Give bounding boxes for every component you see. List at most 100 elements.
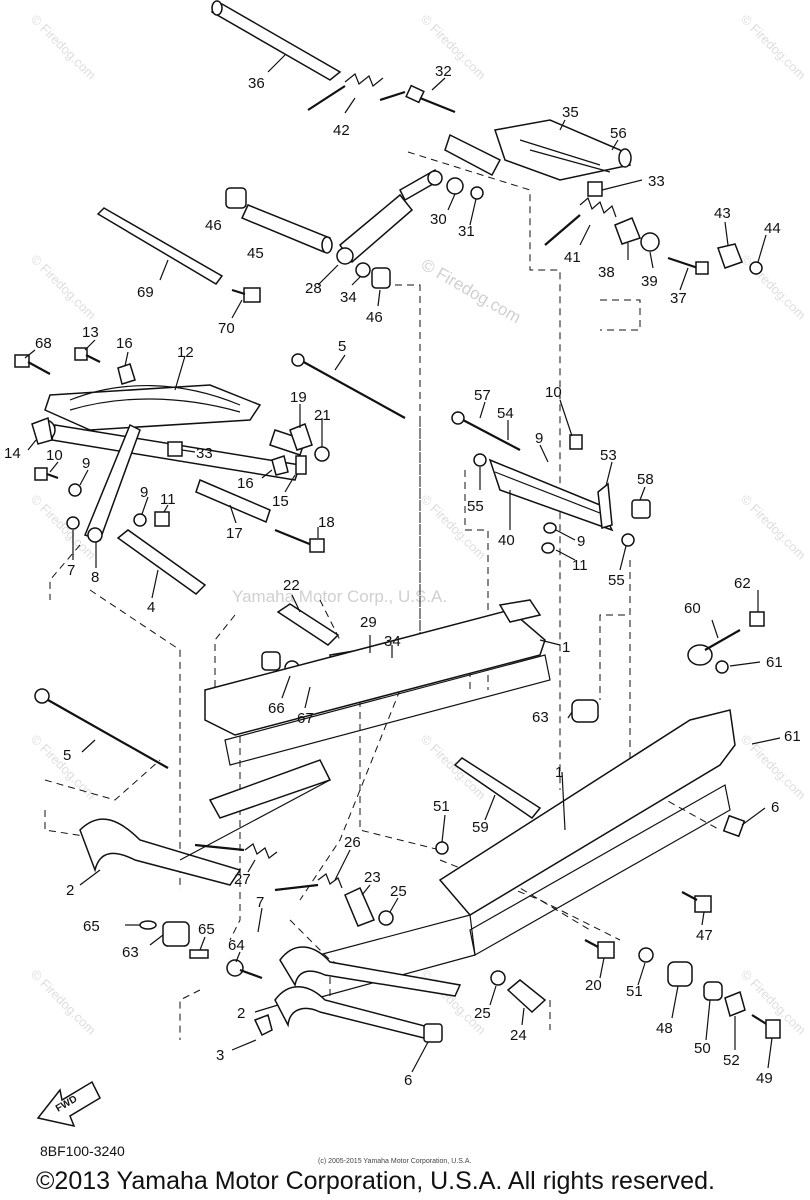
callout-33: 33 bbox=[648, 173, 665, 190]
block-43-icon bbox=[717, 243, 763, 275]
bushing-30-icon bbox=[446, 177, 484, 200]
callout-41: 41 bbox=[564, 249, 581, 266]
callout-58: 58 bbox=[637, 471, 654, 488]
collar-38-icon bbox=[614, 217, 660, 252]
callout-64: 64 bbox=[228, 937, 245, 954]
callout-46: 46 bbox=[366, 309, 383, 326]
callout-4: 4 bbox=[147, 599, 155, 616]
arm-40-icon bbox=[473, 453, 614, 532]
watermark-firedog-top-left: © Firedog.com bbox=[28, 12, 99, 83]
callout-5: 5 bbox=[338, 338, 346, 355]
bushing-50-icon bbox=[703, 981, 723, 1001]
watermark-firedog-mid-3: © Firedog.com bbox=[418, 732, 489, 803]
shaft-45-icon bbox=[240, 204, 333, 254]
callout-51: 51 bbox=[433, 798, 450, 815]
callout-37: 37 bbox=[670, 290, 687, 307]
copyright-text: ©2013 Yamaha Motor Corporation, U.S.A. A… bbox=[36, 1167, 715, 1195]
clamp-14-icon bbox=[31, 416, 53, 445]
lever-53-icon bbox=[569, 434, 613, 529]
fwd-arrow-icon: FWD bbox=[36, 1080, 101, 1128]
callout-69: 69 bbox=[137, 284, 154, 301]
callout-36: 36 bbox=[248, 75, 265, 92]
callout-2: 2 bbox=[66, 882, 74, 899]
callout-1: 1 bbox=[555, 764, 563, 781]
callout-47: 47 bbox=[696, 927, 713, 944]
clip-65-icon bbox=[139, 920, 209, 959]
bolt-70-icon bbox=[231, 287, 261, 303]
callout-61: 61 bbox=[784, 728, 801, 745]
callout-15: 15 bbox=[272, 493, 289, 510]
callout-39: 39 bbox=[641, 273, 658, 290]
callout-9: 9 bbox=[535, 430, 543, 447]
callout-55: 55 bbox=[608, 572, 625, 589]
callout-13: 13 bbox=[82, 324, 99, 341]
shaft-22-icon bbox=[276, 603, 340, 646]
bolt-13-icon bbox=[74, 347, 101, 363]
callout-52: 52 bbox=[723, 1052, 740, 1069]
callout-50: 50 bbox=[694, 1040, 711, 1057]
callout-63: 63 bbox=[532, 709, 549, 726]
callout-27: 27 bbox=[234, 871, 251, 888]
callout-53: 53 bbox=[600, 447, 617, 464]
nut-6-icon bbox=[435, 814, 746, 855]
watermark-firedog-top-mid: © Firedog.com bbox=[418, 12, 489, 83]
callout-16: 16 bbox=[116, 335, 133, 352]
callout-48: 48 bbox=[656, 1020, 673, 1037]
callout-1: 1 bbox=[562, 639, 570, 656]
bolt-68-icon bbox=[14, 354, 51, 375]
bracket-52-icon bbox=[724, 990, 746, 1018]
callout-49: 49 bbox=[756, 1070, 773, 1087]
callout-67: 67 bbox=[297, 710, 314, 727]
spring-42-icon bbox=[307, 73, 384, 111]
callout-11: 11 bbox=[160, 491, 176, 508]
pin-64-icon bbox=[226, 959, 263, 980]
washer-9-icon bbox=[541, 522, 635, 554]
callout-21: 21 bbox=[314, 407, 331, 424]
shaft-69-icon bbox=[96, 207, 224, 285]
part-number: 8BF100-3240 bbox=[40, 1143, 125, 1159]
watermark-firedog-right-1: © Firedog.com bbox=[738, 252, 809, 323]
callout-23: 23 bbox=[364, 869, 381, 886]
callout-56: 56 bbox=[610, 125, 627, 142]
stopper-63-icon bbox=[571, 699, 599, 723]
callout-44: 44 bbox=[764, 220, 781, 237]
nut-33-icon bbox=[167, 181, 603, 457]
callout-9: 9 bbox=[577, 533, 585, 550]
callout-34: 34 bbox=[340, 289, 357, 306]
callout-33: 33 bbox=[196, 445, 213, 462]
washer-34-icon bbox=[355, 262, 391, 289]
callout-18: 18 bbox=[318, 514, 335, 531]
bolt-60-icon bbox=[687, 611, 765, 674]
callout-59: 59 bbox=[472, 819, 489, 836]
watermark-firedog-center: © Firedog.com bbox=[418, 255, 524, 327]
bolt-47-icon bbox=[681, 891, 712, 913]
leader-lines bbox=[24, 54, 781, 1073]
callout-5: 5 bbox=[63, 747, 71, 764]
callout-25: 25 bbox=[474, 1005, 491, 1022]
callout-35: 35 bbox=[562, 104, 579, 121]
callout-28: 28 bbox=[305, 280, 322, 297]
watermark-firedog-left-1: © Firedog.com bbox=[28, 252, 99, 323]
rail-1-right-icon bbox=[299, 709, 736, 1001]
callout-65: 65 bbox=[83, 918, 100, 935]
callout-46: 46 bbox=[205, 217, 222, 234]
washer-25-icon bbox=[490, 970, 506, 986]
callout-54: 54 bbox=[497, 405, 514, 422]
bolt-32-icon bbox=[379, 84, 456, 114]
callout-9: 9 bbox=[82, 455, 90, 472]
bolt-49-icon bbox=[751, 1014, 781, 1039]
watermark-firedog-top-right: © Firedog.com bbox=[738, 12, 809, 83]
callout-19: 19 bbox=[290, 389, 307, 406]
watermark-firedog-right-2: © Firedog.com bbox=[738, 492, 809, 563]
spring-41-icon bbox=[544, 196, 617, 246]
nut-6b-icon bbox=[423, 1023, 443, 1043]
callout-31: 31 bbox=[458, 223, 475, 240]
bolt-10-icon bbox=[34, 467, 82, 497]
watermark-firedog-left-3: © Firedog.com bbox=[28, 732, 99, 803]
bolt-5-icon bbox=[291, 353, 406, 419]
callout-24: 24 bbox=[510, 1027, 527, 1044]
callout-7: 7 bbox=[256, 894, 264, 911]
callout-60: 60 bbox=[684, 600, 701, 617]
callout-51: 51 bbox=[626, 983, 643, 1000]
bolt-18-icon bbox=[274, 528, 325, 553]
